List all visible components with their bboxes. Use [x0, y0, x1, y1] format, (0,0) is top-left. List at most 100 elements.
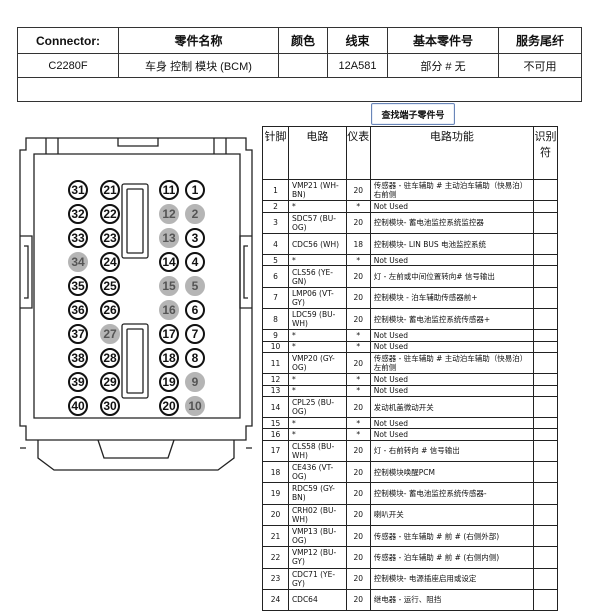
circuit-cell: *	[287, 329, 347, 342]
header-row-labels: Connector: 零件名称 颜色 线束 基本零件号 服务尾纤	[18, 28, 581, 54]
connector-header-table: Connector: 零件名称 颜色 线束 基本零件号 服务尾纤 C2280F …	[17, 27, 582, 102]
pin-number-cell: 17	[262, 439, 289, 463]
pin-9: 9	[185, 372, 205, 392]
header-harness-label: 线束	[328, 28, 388, 53]
pin-26: 26	[100, 300, 120, 320]
function-cell: 控制模块- 电源插座启用或设定	[369, 567, 535, 590]
gauge-cell: 18	[345, 232, 371, 256]
pin-22: 22	[100, 204, 120, 224]
pin-number-cell: 1	[262, 178, 289, 202]
gauge-cell: *	[345, 428, 371, 441]
header-harness-value: 12A581	[328, 54, 388, 77]
function-cell: Not Used	[369, 340, 535, 353]
gauge-cell: 20	[345, 308, 371, 331]
identifier-cell	[533, 428, 558, 441]
circuit-cell: *	[287, 200, 347, 213]
function-cell: Not Used	[369, 373, 535, 386]
pin-29: 29	[100, 372, 120, 392]
circuit-cell: CPL25 (BU-OG)	[287, 395, 347, 419]
pin-number-cell: 10	[262, 340, 289, 353]
header-base-part-label: 基本零件号	[388, 28, 499, 53]
function-cell: 控制模块- LIN BUS 电池监控系统	[369, 232, 535, 256]
gauge-cell: *	[345, 200, 371, 213]
gauge-cell: 20	[345, 503, 371, 526]
circuit-cell: *	[287, 373, 347, 386]
pin-number-cell: 22	[262, 546, 289, 569]
table-row: 13**Not Used	[262, 384, 558, 397]
identifier-cell	[533, 308, 558, 331]
circuit-cell: *	[287, 254, 347, 267]
pin-38: 38	[68, 348, 88, 368]
col-header-function: 电路功能	[369, 126, 535, 180]
gauge-cell: *	[345, 254, 371, 267]
gauge-cell: *	[345, 329, 371, 342]
pin-28: 28	[100, 348, 120, 368]
pin-number-cell: 16	[262, 428, 289, 441]
gauge-cell: 20	[345, 178, 371, 202]
pin-4: 4	[185, 252, 205, 272]
function-cell: 控制模块- 蓄电池监控系统传感器-	[369, 482, 535, 505]
pin-number-cell: 12	[262, 373, 289, 386]
find-terminal-part-number-button[interactable]: 查找端子零件号	[371, 103, 455, 125]
function-cell: Not Used	[369, 200, 535, 213]
pin-number-cell: 4	[262, 232, 289, 256]
identifier-cell	[533, 329, 558, 342]
function-cell: 控制模块 - 泊车辅助传感器前+	[369, 286, 535, 310]
function-cell: 传感器 - 泊车辅助 # 前 # (右侧内侧)	[369, 546, 535, 569]
identifier-cell	[533, 265, 558, 288]
header-color-value	[279, 54, 328, 77]
function-cell: 传感器 - 驻车辅助 # 主动泊车辅助（快易泊）右前侧	[369, 178, 535, 202]
function-cell: 传感器 - 驻车辅助 # 前 # (右侧外部)	[369, 524, 535, 548]
pin-32: 32	[68, 204, 88, 224]
pin-2: 2	[185, 204, 205, 224]
col-header-circuit: 电路	[287, 126, 347, 180]
gauge-cell: 20	[345, 588, 371, 611]
pin-14: 14	[159, 252, 179, 272]
pin-number-cell: 6	[262, 265, 289, 288]
circuit-cell: CLS58 (BU-WH)	[287, 439, 347, 463]
identifier-cell	[533, 340, 558, 353]
header-part-name-value: 车身 控制 模块 (BCM)	[119, 54, 279, 77]
function-cell: 继电器 - 运行、阻挡	[369, 588, 535, 611]
gauge-cell: 20	[345, 546, 371, 569]
pin-number-cell: 14	[262, 395, 289, 419]
header-connector-label: Connector:	[18, 28, 119, 53]
pin-5: 5	[185, 276, 205, 296]
circuit-cell: CE436 (VT-OG)	[287, 461, 347, 484]
function-cell: Not Used	[369, 329, 535, 342]
pin-37: 37	[68, 324, 88, 344]
pin-33: 33	[68, 228, 88, 248]
pin-31: 31	[68, 180, 88, 200]
pin-number-cell: 18	[262, 461, 289, 484]
pin-number-cell: 3	[262, 211, 289, 234]
circuit-cell: VMP13 (BU-OG)	[287, 524, 347, 548]
gauge-cell: 20	[345, 567, 371, 590]
pin-number-cell: 13	[262, 384, 289, 397]
pin-27: 27	[100, 324, 120, 344]
pin-24: 24	[100, 252, 120, 272]
header-service-pigtail-label: 服务尾纤	[515, 34, 564, 48]
circuit-cell: CDC64	[287, 588, 347, 611]
gauge-cell: *	[345, 340, 371, 353]
pin-6: 6	[185, 300, 205, 320]
function-cell: 灯 - 右前转向 # 信号输出	[369, 439, 535, 463]
gauge-cell: 20	[345, 211, 371, 234]
table-row: 5**Not Used	[262, 254, 558, 267]
pin-40: 40	[68, 396, 88, 416]
table-row: 15**Not Used	[262, 417, 558, 430]
circuit-cell: LDC59 (BU-WH)	[287, 308, 347, 331]
circuit-cell: RDC59 (GY-BN)	[287, 482, 347, 505]
connector-housing-outline	[19, 137, 253, 471]
identifier-cell	[533, 546, 558, 569]
pin-number-cell: 11	[262, 351, 289, 375]
circuit-cell: CDC56 (WH)	[287, 232, 347, 256]
gauge-cell: *	[345, 373, 371, 386]
pin-18: 18	[159, 348, 179, 368]
function-cell: Not Used	[369, 417, 535, 430]
